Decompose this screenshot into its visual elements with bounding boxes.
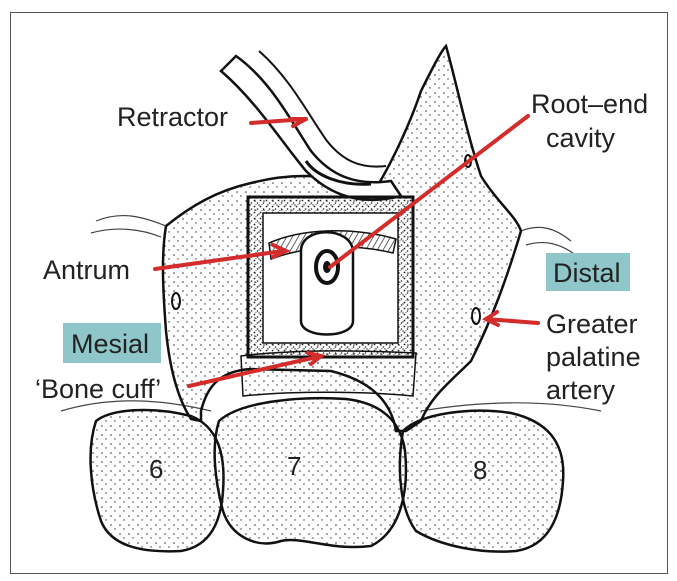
label-distal: Distal [553,258,621,288]
label-mesial: Mesial [71,329,149,359]
label-artery: artery [546,375,616,405]
tooth-label-7: 7 [287,451,301,481]
label-greater: Greater [546,309,638,339]
label-retractor: Retractor [117,102,228,132]
figure-frame: Retractor Root–end cavity Antrum Distal … [10,12,668,574]
tooth-label-6: 6 [149,454,163,484]
label-root-end-2: cavity [546,123,616,153]
label-antrum: Antrum [43,255,130,285]
label-palatine: palatine [546,342,641,372]
tooth-label-8: 8 [473,455,487,485]
bone-cuff [241,351,416,396]
label-root-end-1: Root–end [531,89,648,119]
surgical-diagram: Retractor Root–end cavity Antrum Distal … [11,13,667,573]
label-bone-cuff: ‘Bone cuff’ [35,374,161,404]
tooth-7 [215,398,406,547]
